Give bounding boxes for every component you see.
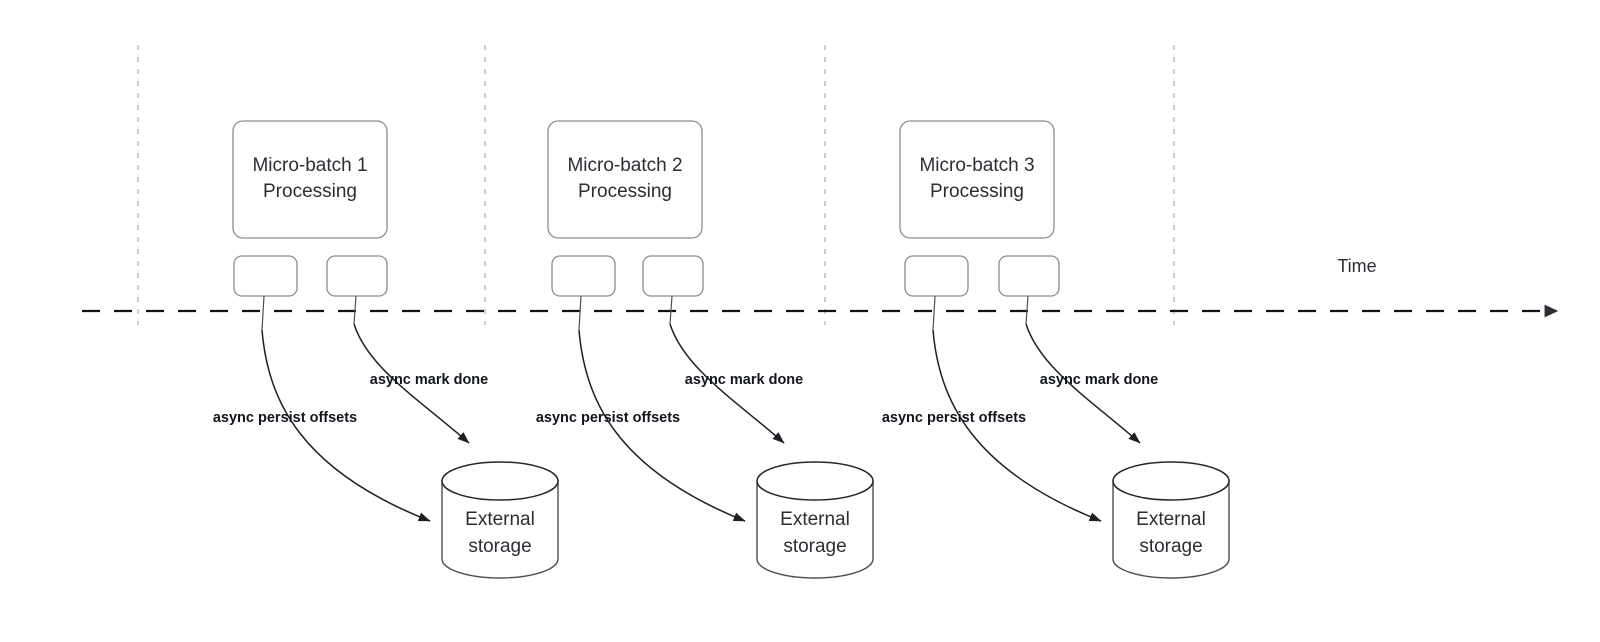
task-box-1-persist[interactable]: [233, 255, 298, 297]
external-storage-cylinder-2[interactable]: External storage: [756, 461, 874, 579]
microbatch-box-2[interactable]: [547, 120, 703, 239]
edge-label-persist-offsets-2: async persist offsets: [536, 410, 680, 426]
microbatch-box-1[interactable]: [232, 120, 388, 239]
cylinder-top-1: [441, 461, 559, 501]
storage-label-1-line1: External: [465, 509, 535, 530]
microbatch-box-3-title-line2: Processing: [930, 181, 1024, 202]
task-box-2-mark[interactable]: [642, 255, 704, 297]
batch-group-2: Micro-batch 2 Processing async mark done…: [536, 120, 874, 579]
task-box-3-mark[interactable]: [998, 255, 1060, 297]
task-box-2-persist[interactable]: [551, 255, 616, 297]
microbatch-box-2-title-line1: Micro-batch 2: [567, 155, 682, 176]
cylinder-body-3: [1112, 480, 1230, 579]
storage-label-3-line2: storage: [1139, 536, 1202, 557]
edge-mark-done-2: [669, 323, 785, 444]
edge-label-persist-offsets-3: async persist offsets: [882, 410, 1026, 426]
edge-persist-offsets-1: [261, 329, 431, 522]
storage-label-2-line2: storage: [783, 536, 846, 557]
edge-label-mark-done-3: async mark done: [1040, 372, 1158, 388]
microbatch-box-3[interactable]: [899, 120, 1055, 239]
edge-label-mark-done-1: async mark done: [370, 372, 488, 388]
task-stem-1-persist: [261, 295, 265, 331]
time-axis-group: Time: [82, 256, 1559, 318]
task-stem-2-mark: [669, 295, 673, 325]
storage-label-3-line1: External: [1136, 509, 1206, 530]
edge-persist-offsets-3: [932, 329, 1102, 522]
edge-label-mark-done-2: async mark done: [685, 372, 803, 388]
cylinder-top-3: [1112, 461, 1230, 501]
storage-label-1-line2: storage: [468, 536, 531, 557]
task-stem-3-mark: [1025, 295, 1029, 325]
microbatch-box-3-title-line1: Micro-batch 3: [919, 155, 1034, 176]
microbatch-box-2-title-line2: Processing: [578, 181, 672, 202]
task-stem-3-persist: [932, 295, 936, 331]
external-storage-cylinder-3[interactable]: External storage: [1112, 461, 1230, 579]
task-box-1-mark[interactable]: [326, 255, 388, 297]
task-stem-1-mark: [353, 295, 357, 325]
task-stem-2-persist: [578, 295, 582, 331]
storage-label-2-line1: External: [780, 509, 850, 530]
time-axis-label: Time: [1337, 256, 1376, 276]
edge-persist-offsets-2: [578, 329, 746, 522]
edge-mark-done-1: [353, 323, 470, 444]
task-box-3-persist[interactable]: [904, 255, 969, 297]
microbatch-box-1-title-line1: Micro-batch 1: [252, 155, 367, 176]
cylinder-body-1: [441, 480, 559, 579]
cylinder-top-2: [756, 461, 874, 501]
external-storage-cylinder-1[interactable]: External storage: [441, 461, 559, 579]
batch-group-1: Micro-batch 1 Processing async mark done…: [213, 120, 559, 579]
edge-mark-done-3: [1025, 323, 1141, 444]
edge-label-persist-offsets-1: async persist offsets: [213, 410, 357, 426]
microbatch-box-1-title-line2: Processing: [263, 181, 357, 202]
cylinder-body-2: [756, 480, 874, 579]
batch-group-3: Micro-batch 3 Processing async mark done…: [882, 120, 1230, 579]
